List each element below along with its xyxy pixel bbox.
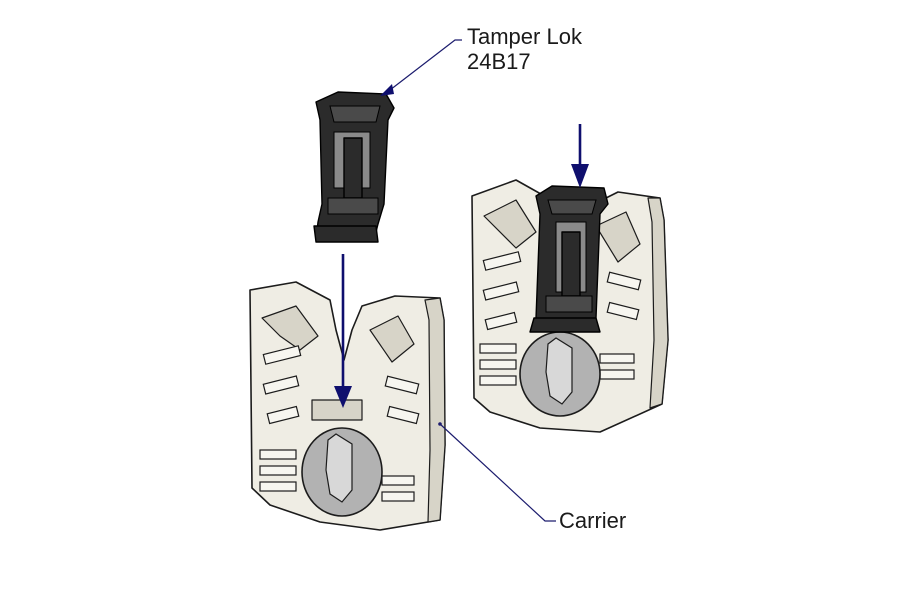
tamper-lok-name: Tamper Lok [467, 24, 582, 49]
insert-arrow-right [571, 124, 589, 188]
carrier-label: Carrier [559, 508, 627, 533]
tamper-lok-clip-inserted [529, 185, 609, 333]
tamper-lok-clip-exploded [313, 91, 395, 243]
tamper-lok-label: Tamper Lok 24B17 [467, 24, 582, 74]
carrier-left [249, 281, 446, 531]
insert-arrow-left [334, 254, 352, 408]
tamper-lok-part-number: 24B17 [467, 49, 531, 74]
carrier-leader [438, 422, 556, 522]
tamper-lok-leader [380, 39, 462, 96]
